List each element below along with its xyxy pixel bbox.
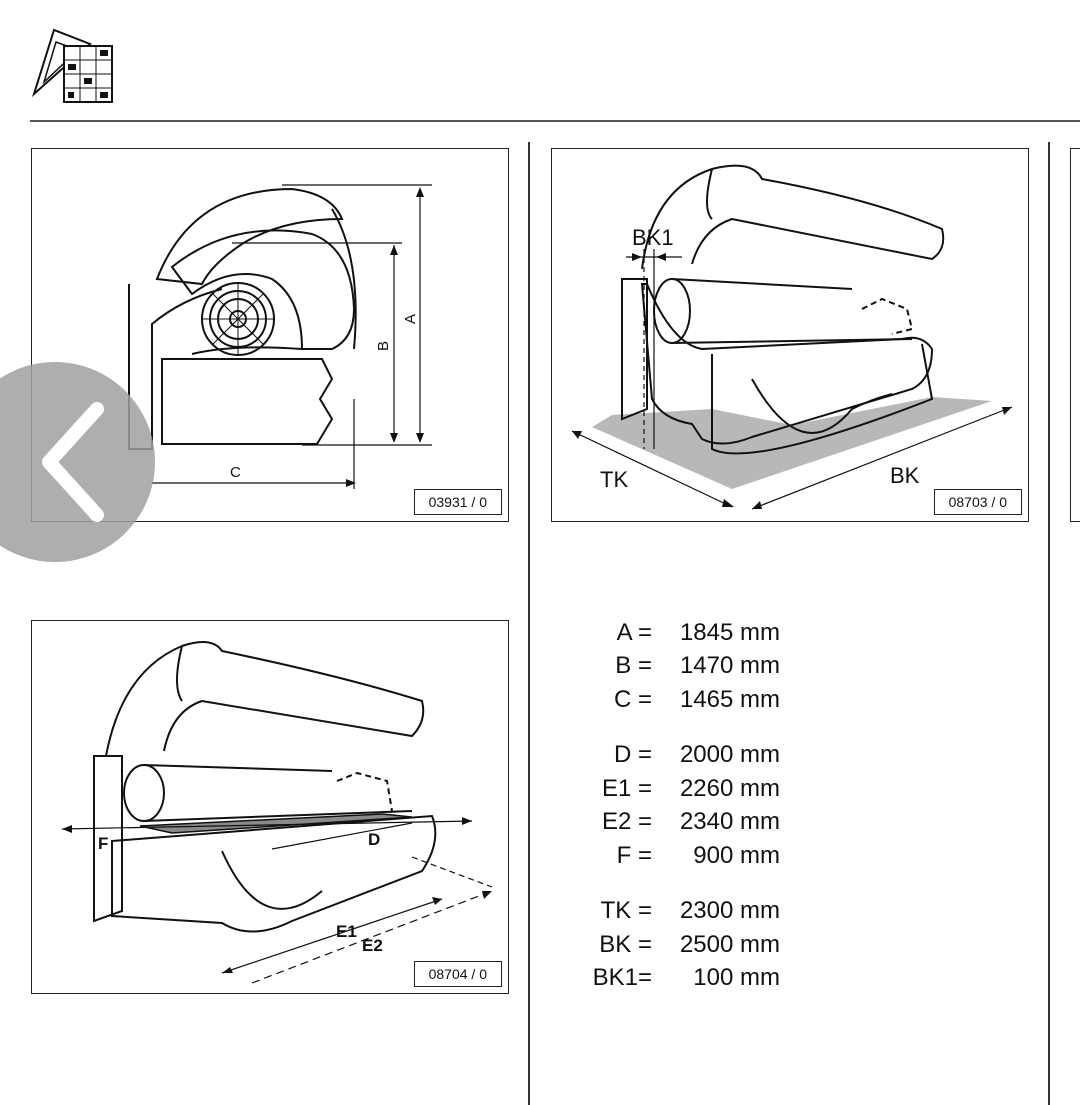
label-e2: E2 (362, 936, 383, 955)
dimension-value: 900 mm (693, 841, 780, 869)
dimension-value: 100 mm (693, 964, 780, 992)
header-divider (30, 120, 1080, 122)
dimension-value: 1470 mm (679, 652, 780, 680)
dimensions-list: A = 1845 mm B = 1470 mm C = 1465 mm D = 2000… (560, 616, 820, 995)
dimension-row: TK = 2300 mm (560, 895, 820, 929)
label-tk: TK (600, 467, 628, 492)
dimension-value: 1465 mm (679, 685, 780, 713)
dimension-row: C = 1465 mm (560, 683, 820, 717)
column-divider-2 (1048, 142, 1050, 1105)
back-button[interactable] (0, 362, 155, 562)
dimension-row: B = 1470 mm (560, 650, 820, 684)
dimension-row: D = 2000 mm (560, 739, 820, 773)
dimension-label: F = (616, 841, 652, 869)
lying-area-drawing: F D E1 E2 (61, 641, 493, 984)
side-view-drawing: A B C (128, 184, 432, 489)
dimension-label: C = (613, 685, 652, 713)
dimension-value: 2340 mm (679, 808, 780, 836)
chevron-left-icon (42, 402, 104, 522)
label-bk1: BK1 (632, 225, 674, 250)
label-f: F (98, 834, 108, 853)
dimension-label: D = (613, 741, 652, 769)
dimension-value: 1845 mm (679, 618, 780, 646)
figure-id-perspective: 08703 / 0 (933, 489, 1022, 515)
dimension-row: E2 = 2340 mm (560, 806, 820, 840)
label-b: B (375, 341, 392, 351)
column-divider-1 (528, 142, 530, 1105)
label-e1: E1 (336, 922, 357, 941)
dimension-label: A = (616, 618, 652, 646)
dimension-row: BK1= 100 mm (560, 962, 820, 996)
dimension-label: E2 = (601, 808, 652, 836)
dimension-row: A = 1845 mm (560, 616, 820, 650)
figure-lying-area: F D E1 E2 08704 / 0 (31, 620, 509, 994)
label-c: C (230, 464, 241, 481)
dimension-label: BK = (599, 930, 652, 958)
dimension-label: BK1= (592, 964, 652, 992)
dimension-value: 2000 mm (679, 741, 780, 769)
dimension-row: BK = 2500 mm (560, 928, 820, 962)
dimension-row: F = 900 mm (560, 839, 820, 873)
perspective-drawing: BK1 TK BK (571, 164, 1013, 510)
dimension-label: TK = (600, 897, 652, 925)
dimension-label: B = (615, 652, 652, 680)
dimension-value: 2500 mm (679, 930, 780, 958)
dimension-value: 2300 mm (679, 897, 780, 925)
figure-perspective-footprint: BK1 TK BK 08703 / 0 (551, 148, 1029, 522)
next-page-panel-edge (1070, 148, 1080, 522)
label-d: D (368, 830, 380, 849)
technical-drawing-icon (30, 26, 116, 106)
figure-id-side-view: 03931 / 0 (413, 489, 502, 515)
figure-id-lying-area: 08704 / 0 (413, 961, 502, 987)
dimension-label: E1 = (601, 774, 652, 802)
dimension-row: E1 = 2260 mm (560, 772, 820, 806)
label-a: A (402, 314, 419, 324)
dimension-value: 2260 mm (679, 774, 780, 802)
label-bk: BK (890, 463, 920, 488)
